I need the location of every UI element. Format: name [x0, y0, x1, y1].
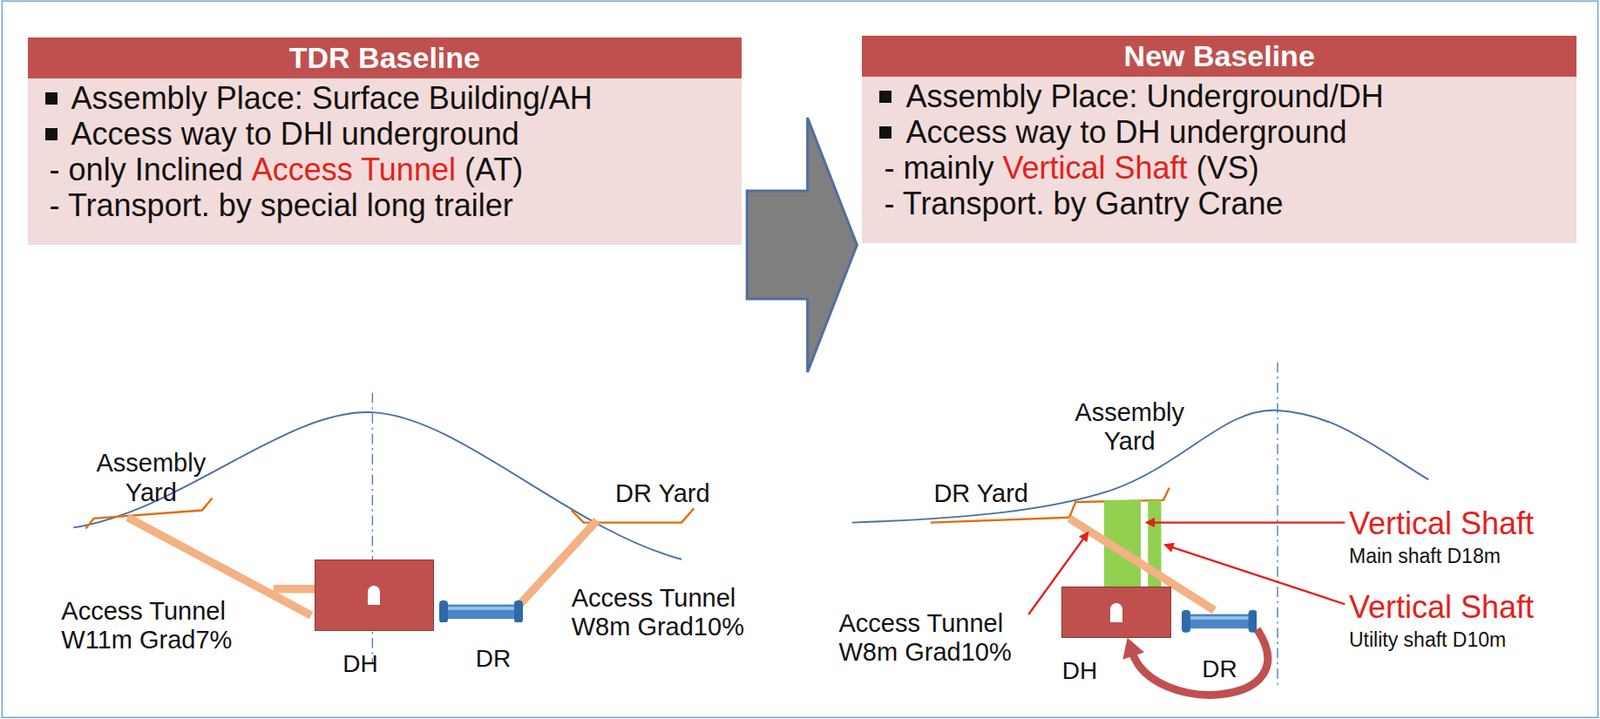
block-arrow: [746, 117, 857, 373]
bullet-square: [45, 128, 58, 141]
text-line: - mainlyVertical Shaft(VS): [861, 149, 1577, 186]
ring-tube: [439, 600, 523, 624]
tunnel-label: Access Tunnel W11m Grad7%: [61, 596, 253, 656]
bullet-text: - only Inclined: [49, 151, 244, 188]
block-arrow-shape: [746, 117, 857, 373]
tube-cap: [1247, 610, 1257, 633]
yard-bracket: [930, 517, 1070, 523]
text-line: Assembly Place: Underground/DH: [861, 78, 1577, 115]
text-panel: Assembly Place: Surface Building/AHAcces…: [27, 78, 743, 245]
text-panel: Assembly Place: Underground/DHAccess way…: [861, 76, 1577, 244]
hall-label: DH: [342, 650, 378, 678]
text-line: - Transport. by special long trailer: [27, 187, 743, 224]
title-band: New Baseline: [861, 35, 1577, 77]
center-line: [1276, 362, 1278, 686]
detector-hall: DH: [1061, 586, 1173, 638]
shaft-label: Vertical Shaft: [1349, 505, 1534, 542]
bullet-square: [45, 92, 58, 105]
bullet-text: - Transport. by special long trailer: [49, 187, 514, 224]
tube-body: [444, 603, 518, 619]
arrow-head: [1122, 637, 1145, 660]
bullet-square: [879, 90, 892, 103]
header-text: TDR Baseline: [289, 40, 481, 76]
bullet-text: (AT): [464, 151, 523, 188]
header-text: New Baseline: [1124, 38, 1316, 75]
text-line: Access way to DHl underground: [27, 115, 743, 152]
hall-label: DH: [1062, 657, 1098, 685]
detector-hall: DH: [314, 559, 434, 631]
bullet-text: - Transport. by Gantry Crane: [883, 185, 1283, 222]
leader-arrow: [1146, 521, 1345, 523]
damping-ring: DR: [439, 600, 523, 624]
ring-label: DR: [475, 644, 511, 673]
yard-bracket: [571, 508, 695, 523]
bullet-text: Assembly Place: Underground/DH: [905, 78, 1384, 115]
bullet-text: (VS): [1196, 149, 1260, 186]
curved-arrow: [1132, 629, 1268, 695]
hall-icon: [367, 585, 380, 605]
bullet-text: - mainly: [883, 149, 994, 186]
flow-arrow: [1122, 629, 1268, 695]
tunnel-label: Access Tunnel W8m Grad10%: [571, 583, 764, 643]
access-tunnel: [273, 584, 317, 593]
shaft-size: Utility shaft D10m: [1349, 628, 1506, 651]
ring-label: DR: [1201, 655, 1237, 684]
bullet-text: Assembly Place: Surface Building/AH: [71, 80, 593, 116]
yard-label: DR Yard: [615, 479, 711, 509]
title-band: TDR Baseline: [27, 37, 743, 79]
leader-arrow: [1165, 544, 1345, 604]
tube-cap: [439, 600, 448, 624]
tube-highlight: [446, 606, 516, 611]
shaft-label: Vertical Shaft: [1349, 589, 1534, 625]
text-line: Assembly Place: Surface Building/AH: [27, 80, 743, 116]
yard-label: Assembly Yard: [88, 448, 215, 508]
tube-highlight: [1188, 616, 1251, 620]
yard-label: DR Yard: [933, 479, 1029, 509]
bullet-text: Access way to DH underground: [905, 114, 1347, 150]
text-line: Access way to DH underground: [861, 114, 1577, 150]
yard-label: Assembly Yard: [1066, 398, 1194, 457]
text-line: - Transport. by Gantry Crane: [861, 185, 1577, 222]
tube-cap: [1181, 610, 1191, 633]
ring-tube: [1181, 610, 1258, 633]
shaft-size: Main shaft D18m: [1349, 544, 1501, 568]
text-line: - only InclinedAccess Tunnel(AT): [27, 151, 743, 188]
bullet-text: Access way to DHl underground: [71, 115, 520, 152]
bullet-text: Vertical Shaft: [1003, 149, 1188, 186]
bullet-square: [879, 126, 892, 139]
hall-icon: [1110, 603, 1123, 623]
damping-ring: DR: [1181, 610, 1258, 633]
tube-cap: [513, 600, 523, 624]
bullet-text: Access Tunnel: [251, 151, 456, 188]
tube-body: [1186, 614, 1253, 630]
tunnel-label: Access Tunnel W8m Grad10%: [839, 609, 1031, 668]
